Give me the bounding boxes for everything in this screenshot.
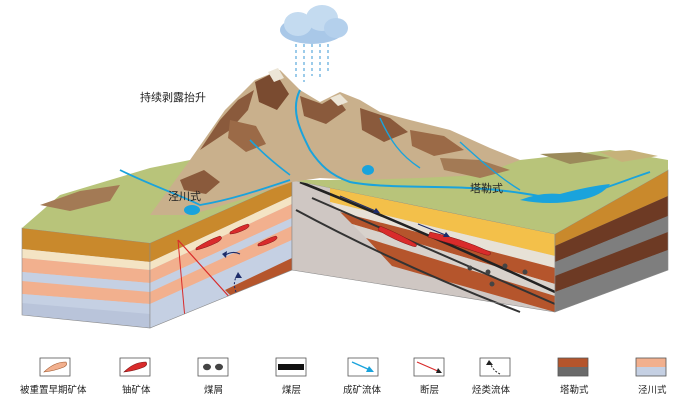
rain-cloud-icon (280, 5, 348, 82)
legend-label: 煤层 (282, 384, 301, 396)
legend-item: 铀矿体 (119, 357, 151, 396)
legend-label: 成矿流体 (343, 384, 382, 396)
hydrocarbon-fluid-icon (486, 360, 501, 375)
legend-item: 断层 (413, 357, 445, 396)
coal-seam-icon (278, 364, 304, 370)
legend-item: 泾川式 (635, 357, 667, 396)
legend-label: 铀矿体 (122, 384, 151, 396)
coal-debris-icon (203, 363, 223, 371)
legend-item: 被重置早期矿体 (20, 357, 87, 396)
talei-strata-icon (557, 357, 589, 377)
legend-item: 成矿流体 (343, 357, 382, 396)
legend-label: 煤屑 (204, 384, 223, 396)
jingchuan-strata-icon (635, 357, 667, 377)
fault-icon (416, 361, 442, 373)
legend-label: 断层 (420, 384, 439, 396)
legend: 被重置早期矿体 铀矿体 煤屑 煤层 (20, 357, 667, 396)
legend-item: 煤屑 (197, 357, 229, 396)
jingchuan-label: 泾川式 (168, 190, 201, 203)
reworked-orebody-icon (43, 361, 67, 373)
legend-label: 被重置早期矿体 (20, 384, 87, 396)
left-block-front-strata (22, 228, 150, 328)
uplift-label: 持续剥露抬升 (140, 90, 206, 104)
legend-item: 塔勒式 (557, 357, 589, 396)
ore-fluid-arrow-icon (351, 361, 374, 372)
legend-label: 烃类流体 (472, 384, 511, 396)
legend-item: 煤层 (275, 357, 307, 396)
terrain-surface (22, 68, 668, 243)
uranium-orebody-icon (123, 361, 147, 373)
legend-label: 塔勒式 (560, 384, 589, 396)
legend-item: 烃类流体 (472, 357, 511, 396)
legend-label: 泾川式 (638, 384, 667, 396)
cutaway-wall (292, 180, 556, 313)
talei-label: 塔勒式 (470, 182, 503, 195)
